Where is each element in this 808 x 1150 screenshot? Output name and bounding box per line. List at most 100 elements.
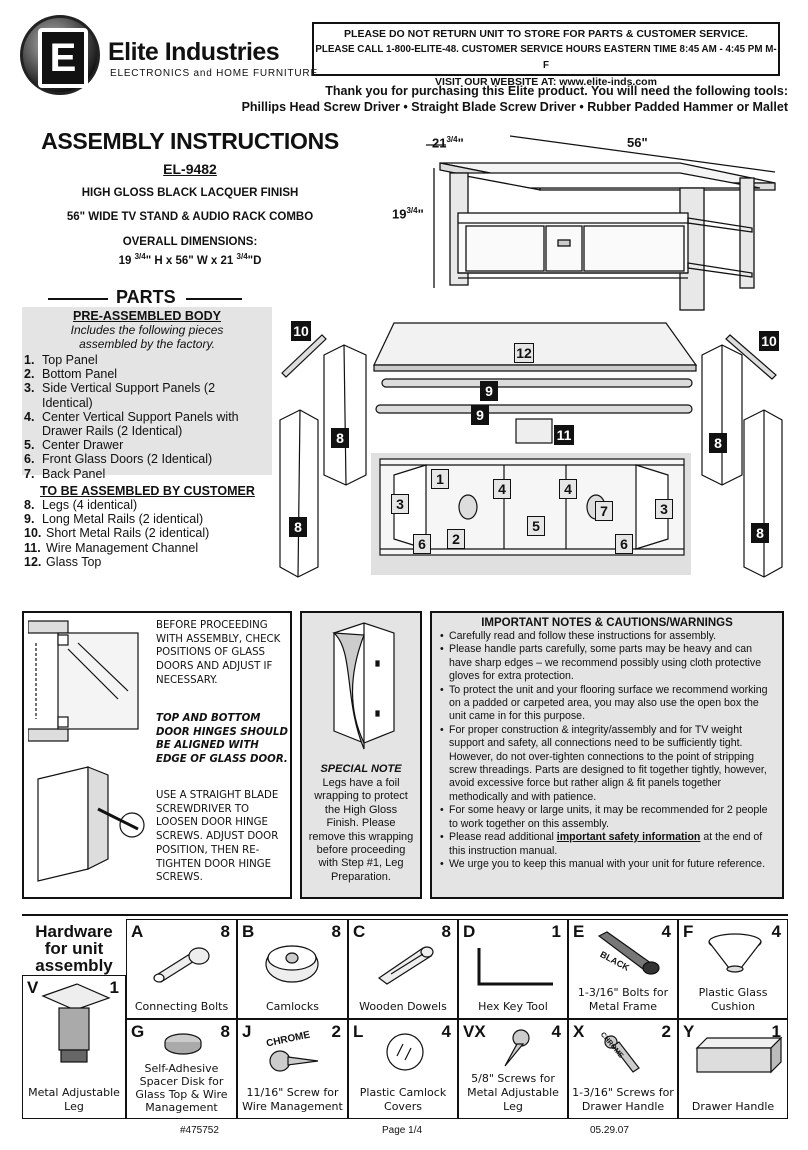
height-dimension: 193/4"	[392, 206, 424, 222]
list-item: We urge you to keep this manual with you…	[440, 858, 774, 872]
callout-12: 12	[514, 343, 534, 363]
handle-screw-icon	[604, 1035, 640, 1073]
check-doors-text-2: TOP AND BOTTOM DOOR HINGES SHOULD BE ALI…	[156, 713, 288, 766]
callout-9-top: 9	[480, 381, 498, 401]
brand-logo: E	[20, 15, 100, 95]
black-bolt-icon	[597, 931, 660, 975]
callout-3-right: 3	[655, 499, 673, 519]
preassembled-heading: PRE-ASSEMBLED BODY	[73, 309, 221, 323]
callout-8-d: 8	[751, 523, 769, 543]
width-dimension: 56"	[627, 135, 648, 150]
hardware-item-y: Y 1 Drawer Handle	[678, 1019, 788, 1119]
hardware-item-f: F 4 Plastic Glass Cushion	[678, 919, 788, 1019]
hardware-item-b: B 8 Camlocks	[237, 919, 348, 1019]
preassembled-note-1: Includes the following pieces	[70, 323, 224, 337]
notes-list: Carefully read and follow these instruct…	[432, 630, 782, 872]
customer-service-notice: PLEASE DO NOT RETURN UNIT TO STORE FOR P…	[312, 22, 780, 88]
parts-heading: PARTS	[116, 287, 176, 307]
callout-10-right: 10	[759, 331, 779, 351]
overall-dimensions: 19 3/4" H x 56" W x 21 3/4"D	[20, 252, 360, 267]
callout-6-left: 6	[413, 534, 431, 554]
camlock-icon	[265, 945, 319, 983]
hex-key-icon	[477, 948, 553, 986]
dims-end: "D	[247, 254, 262, 267]
model-number: EL-9482	[163, 161, 217, 177]
callout-4-left: 4	[493, 479, 511, 499]
page-number: Page 1/4	[382, 1125, 423, 1136]
list-item: 3.Side Vertical Support Panels (2 Identi…	[24, 381, 216, 410]
callout-1: 1	[431, 469, 449, 489]
drawer-handle-icon	[695, 1036, 783, 1074]
dimensions-label: OVERALL DIMENSIONS:	[122, 236, 258, 248]
brand-name: Elite Industries	[108, 38, 280, 66]
notes-heading: IMPORTANT NOTES & CAUTIONS/WARNINGS	[481, 617, 733, 629]
list-item: For some heavy or large units, it may be…	[440, 804, 774, 831]
hardware-item-e: E 4 BLACK 1-3/16" Bolts for Metal Frame	[568, 919, 678, 1019]
adjustable-leg-icon	[41, 983, 111, 1063]
callout-8-c: 8	[289, 517, 307, 537]
special-note-body: Legs have a foil wrapping to protect the…	[308, 777, 414, 883]
callout-8-a: 8	[331, 428, 349, 448]
list-item: 7.Back Panel	[24, 466, 106, 481]
list-item: 8.Legs (4 identical)	[24, 498, 138, 512]
notice-line-1: PLEASE DO NOT RETURN UNIT TO STORE FOR P…	[344, 28, 748, 40]
page-title: ASSEMBLY INSTRUCTIONS	[41, 128, 339, 154]
callout-6-right: 6	[615, 534, 633, 554]
list-item: To protect the unit and your flooring su…	[440, 684, 774, 724]
door-hinge-drawing	[28, 620, 145, 882]
tv-stand-drawing	[426, 135, 776, 311]
list-item: 1.Top Panel	[24, 353, 98, 367]
hardware-item-d: D 1 Hex Key Tool	[458, 919, 568, 1019]
preassembled-note-2: assembled by the factory.	[79, 337, 215, 351]
parts-rule-right	[186, 298, 242, 300]
doc-date: 05.29.07	[590, 1125, 629, 1136]
callout-11: 11	[554, 425, 574, 445]
hardware-top-rule	[22, 914, 788, 916]
list-item: 6.Front Glass Doors (2 Identical)	[24, 452, 213, 467]
important-notes-panel: IMPORTANT NOTES & CAUTIONS/WARNINGS Care…	[430, 611, 784, 899]
callout-8-b: 8	[709, 433, 727, 453]
customer-heading: TO BE ASSEMBLED BY CUSTOMER	[40, 484, 255, 498]
depth-whole: 21	[432, 135, 447, 151]
hardware-item-c: C 8 Wooden Dowels	[348, 919, 458, 1019]
hardware-item-j: J 2 CHROME 11/16" Screw for Wire Managem…	[237, 1019, 348, 1119]
height-whole: 19	[392, 206, 407, 222]
preassembled-panel: PRE-ASSEMBLED BODY Includes the followin…	[22, 307, 272, 481]
check-doors-text-1: BEFORE PROCEEDING WITH ASSEMBLY, CHECK P…	[156, 620, 281, 686]
hardware-grid: Hardware for unit assembly A 8 Connectin…	[22, 919, 788, 1119]
logo-letter: E	[38, 28, 88, 88]
list-item: 4.Center Vertical Support Panels with Dr…	[24, 409, 239, 439]
dims-a: 19	[118, 254, 132, 267]
hardware-item-vx: VX 4 5/8" Screws for Metal Adjustable Le…	[458, 1019, 568, 1119]
callout-10-left: 10	[291, 321, 311, 341]
list-item: 11.Wire Management Channel	[24, 540, 199, 555]
screw-icon	[269, 1050, 319, 1072]
foil-leg-drawing	[332, 622, 395, 750]
callout-9-bottom: 9	[471, 405, 489, 425]
preassembled-list: 1.Top Panel 2.Bottom Panel 3.Side Vertic…	[22, 353, 272, 481]
hardware-item-a: A 8 Connecting Bolts	[126, 919, 237, 1019]
brand-tagline: ELECTRONICS and HOME FURNITURE	[110, 68, 318, 79]
callout-3-left: 3	[391, 494, 409, 514]
list-item: Please read additional important safety …	[440, 831, 774, 858]
dims-b-frac: 3/4	[236, 252, 248, 261]
depth-dimension: 213/4"	[432, 135, 464, 151]
camlock-cover-icon	[386, 1033, 424, 1071]
list-item: 10.Short Metal Rails (2 identical)	[24, 526, 210, 541]
dims-mid: " H x 56" W x 21	[145, 254, 234, 267]
notice-line-2: PLEASE CALL 1-800-ELITE-48. CUSTOMER SER…	[315, 44, 777, 71]
hardware-item-l: L 4 Plastic Camlock Covers	[348, 1019, 458, 1119]
special-note-heading: SPECIAL NOTE	[320, 763, 402, 775]
spacer-disk-icon	[164, 1033, 202, 1055]
customer-list: 8.Legs (4 identical) 9.Long Metal Rails …	[24, 498, 274, 569]
list-item: Carefully read and follow these instruct…	[440, 630, 774, 644]
depth-frac: 3/4	[446, 135, 458, 144]
callout-4-right: 4	[559, 479, 577, 499]
hardware-item-x: X 2 1-3/16" Screws for Drawer Handle	[568, 1019, 678, 1119]
check-doors-text-3: USE A STRAIGHT BLADE SCREWDRIVER TO LOOS…	[156, 790, 279, 884]
list-item: 12.Glass Top	[24, 554, 102, 569]
list-item: For proper construction & integrity/asse…	[440, 724, 774, 804]
list-item: 5.Center Drawer	[24, 438, 124, 453]
hardware-item-g: G 8 Self-Adhesive Spacer Disk for Glass …	[126, 1019, 237, 1119]
callout-5: 5	[527, 516, 545, 536]
